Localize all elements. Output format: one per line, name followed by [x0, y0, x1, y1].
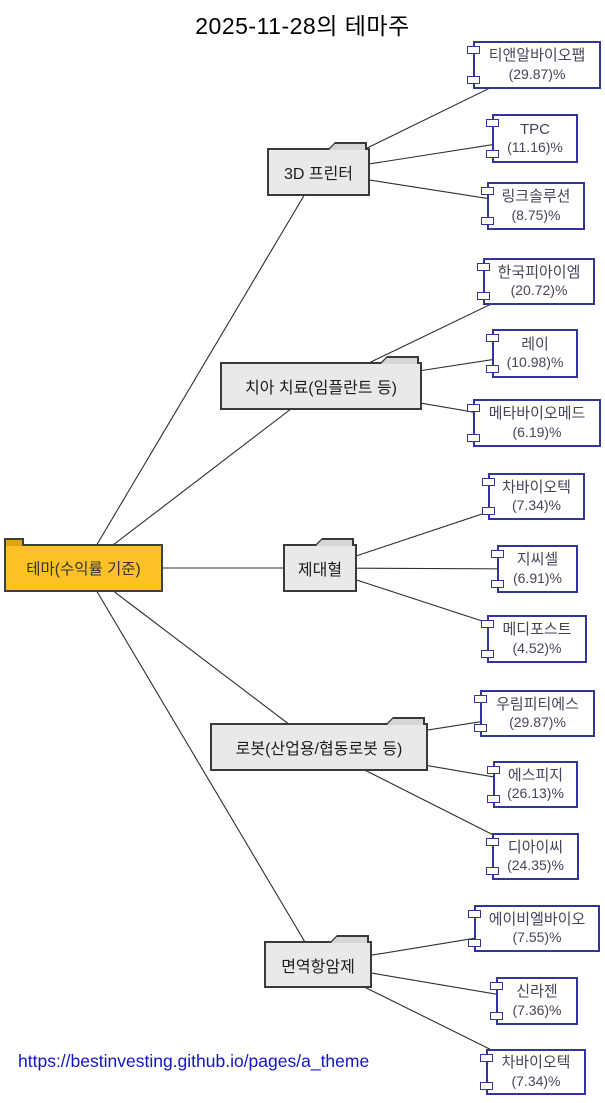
component-tab-icon — [491, 550, 504, 558]
stock-return: (8.75)% — [511, 206, 561, 223]
theme-label: 로봇(산업용/협동로봇 등) — [235, 741, 403, 758]
stock-return: (6.19)% — [512, 423, 562, 440]
edge-line — [82, 567, 320, 748]
component-tab-icon — [480, 1082, 493, 1090]
component-tab-icon — [467, 76, 480, 84]
component-tab-icon — [487, 766, 500, 774]
stock-return: (7.34)% — [511, 1072, 561, 1089]
theme-node-robot: 로봇(산업용/협동로봇 등) — [210, 717, 428, 771]
stock-name: 링크솔루션 — [501, 188, 571, 206]
stock-return: (11.16)% — [507, 139, 563, 156]
folder-tab-icon — [314, 538, 354, 546]
folder-tab-icon — [329, 935, 369, 943]
component-tab-icon — [482, 507, 495, 515]
root-node: 테마(수익률 기준) — [4, 538, 163, 592]
stock-name: 차바이오텍 — [501, 478, 571, 496]
theme-node-dental: 치아 치료(임플란트 등) — [220, 356, 422, 410]
theme-node-immunotherapy: 면역항암제 — [264, 935, 372, 988]
stock-name: 메타바이오메드 — [488, 405, 586, 423]
theme-node-cord-blood: 제대혈 — [283, 538, 357, 592]
edge-line — [82, 385, 322, 569]
stock-name: 디아이씨 — [507, 838, 564, 856]
folder-tab-icon — [4, 538, 24, 546]
component-tab-icon — [481, 650, 494, 658]
stock-name: 메디포스트 — [502, 621, 572, 639]
folder-tab-icon — [327, 142, 367, 150]
stock-name: 에이비엘바이오 — [488, 910, 586, 928]
stock-return: (20.72)% — [510, 282, 568, 299]
folder-tab-icon — [385, 717, 425, 725]
stock-node: TPC (11.16)% — [486, 114, 578, 163]
stock-node: 우림피티에스 (29.87)% — [474, 690, 595, 737]
component-tab-icon — [482, 478, 495, 486]
stock-node: 지씨셀 (6.91)% — [491, 545, 578, 593]
stock-return: (29.87)% — [508, 65, 566, 82]
stock-return: (26.13)% — [507, 785, 564, 802]
stock-return: (10.98)% — [506, 354, 564, 371]
stock-name: 차바이오텍 — [501, 1054, 571, 1072]
stock-node: 차바이오텍 (7.34)% — [482, 473, 585, 520]
component-tab-icon — [467, 46, 480, 54]
component-tab-icon — [474, 695, 487, 703]
stock-return: (6.91)% — [512, 569, 563, 586]
edge-line — [82, 567, 319, 965]
stock-return: (7.34)% — [511, 497, 562, 514]
component-tab-icon — [467, 434, 480, 442]
component-tab-icon — [487, 795, 500, 803]
stock-name: 에스피지 — [507, 766, 564, 784]
folder-tab-icon — [379, 356, 419, 364]
component-tab-icon — [486, 119, 499, 127]
stock-return: (24.35)% — [507, 857, 564, 874]
theme-label: 3D 프린터 — [283, 166, 354, 183]
stock-node: 에이비엘바이오 (7.55)% — [468, 905, 600, 952]
component-tab-icon — [486, 150, 499, 158]
stock-name: TPC — [520, 120, 550, 138]
component-tab-icon — [477, 292, 490, 300]
component-tab-icon — [467, 404, 480, 412]
component-tab-icon — [490, 1012, 503, 1020]
stock-node: 한국피아이엠 (20.72)% — [477, 258, 595, 305]
component-tab-icon — [486, 838, 499, 846]
diagram-title: 2025-11-28의 테마주 — [195, 13, 410, 39]
component-tab-icon — [481, 620, 494, 628]
theme-label: 제대혈 — [297, 562, 343, 579]
stock-name: 레이 — [521, 335, 549, 353]
stock-name: 신라젠 — [516, 983, 558, 1001]
component-tab-icon — [468, 910, 481, 918]
stock-return: (4.52)% — [512, 639, 562, 656]
component-tab-icon — [481, 187, 494, 195]
component-tab-icon — [468, 939, 481, 947]
stock-node: 신라젠 (7.36)% — [490, 977, 578, 1025]
component-tab-icon — [491, 580, 504, 588]
component-tab-icon — [490, 982, 503, 990]
theme-label: 치아 치료(임플란트 등) — [244, 380, 398, 397]
root-label: 테마(수익률 기준) — [26, 561, 141, 578]
stock-return: (7.36)% — [512, 1001, 562, 1018]
stock-node: 티앤알바이오팹 (29.87)% — [467, 41, 601, 89]
footer-link[interactable]: https://bestinvesting.github.io/pages/a_… — [18, 1051, 370, 1071]
component-tab-icon — [477, 263, 490, 271]
stock-node: 메디포스트 (4.52)% — [481, 615, 587, 663]
component-tab-icon — [486, 867, 499, 875]
stock-node: 레이 (10.98)% — [486, 329, 578, 378]
stock-name: 한국피아이엠 — [497, 263, 581, 281]
theme-label: 면역항암제 — [281, 958, 355, 976]
stock-node: 디아이씨 (24.35)% — [486, 833, 579, 880]
stock-return: (7.55)% — [512, 929, 562, 946]
stock-return: (29.87)% — [509, 714, 566, 731]
stock-node: 차바이오텍 (7.34)% — [480, 1049, 586, 1095]
edge-line — [82, 171, 319, 569]
stock-name: 티앤알바이오팹 — [488, 47, 586, 65]
component-tab-icon — [486, 334, 499, 342]
component-tab-icon — [481, 217, 494, 225]
stock-name: 지씨셀 — [516, 551, 559, 569]
component-tab-icon — [480, 1054, 493, 1062]
stock-node: 에스피지 (26.13)% — [487, 761, 578, 808]
component-tab-icon — [474, 724, 487, 732]
stock-name: 우림피티에스 — [496, 695, 579, 713]
stock-node: 메타바이오메드 (6.19)% — [467, 399, 601, 447]
theme-node-3d-printer: 3D 프린터 — [267, 142, 370, 196]
component-tab-icon — [486, 365, 499, 373]
stock-node: 링크솔루션 (8.75)% — [481, 182, 585, 230]
